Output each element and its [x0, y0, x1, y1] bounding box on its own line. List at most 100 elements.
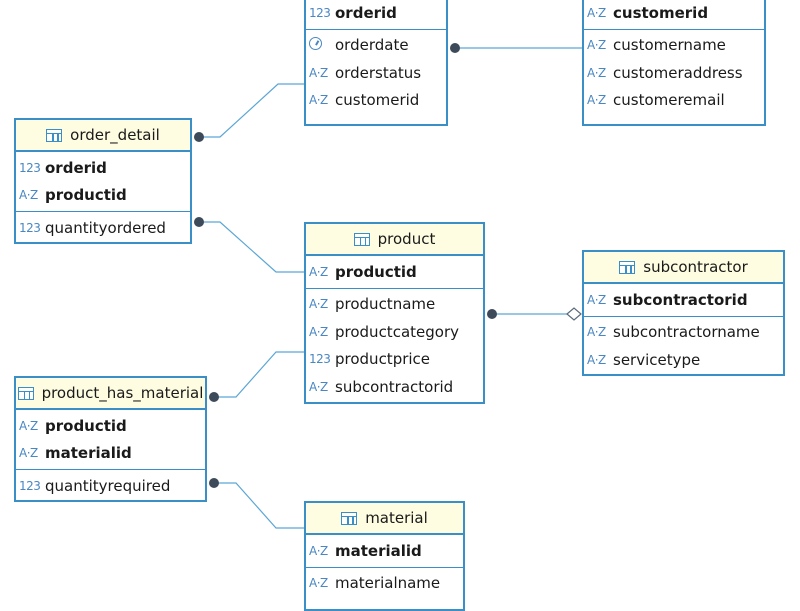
key-section: A·Z materialid	[306, 534, 463, 567]
entity-title: material	[365, 509, 428, 527]
column-name: productprice	[335, 350, 431, 369]
key-section: 123 orderid	[306, 0, 446, 29]
column-row[interactable]: 123 quantityordered	[16, 214, 190, 242]
column-name: orderid	[45, 158, 107, 177]
column-name: customerid	[613, 3, 709, 22]
column-row[interactable]: A·Z productname	[306, 291, 483, 319]
column-row[interactable]: A·Z subcontractorid	[306, 373, 483, 401]
entity-orders[interactable]: 123 orderid orderdate A·Z orderstatus A·…	[304, 0, 448, 126]
entity-customer[interactable]: A·Z customerid A·Z customername A·Z cust…	[582, 0, 766, 126]
entity-subcontractor[interactable]: subcontractor A·Z subcontractorid A·Z su…	[582, 250, 785, 376]
date-type-icon	[309, 36, 331, 54]
column-name: productcategory	[335, 322, 459, 341]
connector-dot	[209, 478, 219, 488]
column-row[interactable]: A·Z customeremail	[584, 87, 764, 115]
columns-section: A·Z materialname	[306, 566, 463, 600]
columns-section: 123 quantityrequired	[16, 469, 205, 502]
columns-section: 123 quantityordered	[16, 211, 190, 244]
column-row[interactable]: A·Z productid	[16, 182, 190, 210]
entity-header: order_detail	[16, 120, 190, 151]
text-type-icon: A·Z	[587, 65, 606, 80]
column-row[interactable]: A·Z materialid	[16, 440, 205, 468]
column-row[interactable]: A·Z subcontractorname	[584, 319, 783, 347]
text-type-icon: A·Z	[587, 5, 606, 20]
column-row[interactable]: 123 productprice	[306, 346, 483, 374]
column-name: customerid	[335, 91, 420, 110]
column-row[interactable]: 123 orderid	[306, 0, 446, 27]
numeric-type-icon: 123	[19, 478, 41, 493]
connector-dot	[209, 392, 219, 402]
connector-dot	[487, 309, 497, 319]
key-section: A·Z productid A·Z materialid	[16, 409, 205, 469]
text-type-icon: A·Z	[309, 543, 328, 558]
column-row[interactable]: A·Z customername	[584, 32, 764, 60]
table-icon	[353, 232, 370, 246]
columns-section: A·Z customername A·Z customeraddress A·Z…	[584, 28, 764, 117]
columns-section: A·Z productname A·Z productcategory 123 …	[306, 287, 483, 403]
column-row[interactable]: A·Z productid	[306, 258, 483, 286]
connector-dot	[194, 217, 204, 227]
column-name: subcontractorid	[613, 290, 748, 309]
text-type-icon: A·Z	[587, 292, 606, 307]
text-type-icon: A·Z	[309, 65, 328, 80]
text-type-icon: A·Z	[309, 324, 328, 339]
column-name: materialid	[335, 541, 422, 560]
entity-product[interactable]: product A·Z productid A·Z productname A·…	[304, 222, 485, 404]
column-row[interactable]: A·Z customeraddress	[584, 59, 764, 87]
column-name: productid	[45, 416, 127, 435]
connector-orderdetail-product	[199, 221, 305, 273]
column-name: productname	[335, 295, 436, 314]
text-type-icon: A·Z	[19, 418, 38, 433]
column-row[interactable]: A·Z orderstatus	[306, 59, 446, 87]
connector-orderdetail-orders	[199, 83, 305, 138]
text-type-icon: A·Z	[309, 93, 328, 108]
column-row[interactable]: A·Z productcategory	[306, 318, 483, 346]
entity-title: product_has_material	[41, 384, 204, 402]
key-section: 123 orderid A·Z productid	[16, 151, 190, 211]
column-row[interactable]: A·Z servicetype	[584, 346, 783, 374]
key-section: A·Z customerid	[584, 0, 764, 29]
columns-section: orderdate A·Z orderstatus A·Z customerid	[306, 28, 446, 117]
column-row[interactable]: A·Z customerid	[306, 87, 446, 115]
text-type-icon: A·Z	[309, 576, 328, 591]
column-name: quantityrequired	[45, 476, 171, 495]
column-name: materialname	[335, 574, 441, 593]
text-type-icon: A·Z	[587, 93, 606, 108]
column-row[interactable]: A·Z materialname	[306, 570, 463, 598]
column-name: materialid	[45, 444, 132, 463]
column-name: productid	[45, 186, 127, 205]
table-icon	[46, 128, 63, 142]
text-type-icon: A·Z	[309, 297, 328, 312]
numeric-type-icon: 123	[309, 5, 331, 20]
column-row[interactable]: 123 quantityrequired	[16, 472, 205, 500]
text-type-icon: A·Z	[309, 264, 328, 279]
connector-dot	[450, 43, 460, 53]
column-row[interactable]: A·Z customerid	[584, 0, 764, 27]
numeric-type-icon: 123	[19, 220, 41, 235]
connector-dot	[194, 132, 204, 142]
column-row[interactable]: A·Z productid	[16, 412, 205, 440]
column-name: customeremail	[613, 91, 725, 110]
text-type-icon: A·Z	[587, 38, 606, 53]
column-name: orderdate	[335, 36, 409, 55]
entity-title: order_detail	[70, 126, 160, 144]
columns-section: A·Z subcontractorname A·Z servicetype	[584, 315, 783, 376]
column-row[interactable]: A·Z materialid	[306, 537, 463, 565]
column-row[interactable]: orderdate	[306, 32, 446, 60]
entity-order-detail[interactable]: order_detail 123 orderid A·Z productid 1…	[14, 118, 192, 244]
column-row[interactable]: 123 orderid	[16, 154, 190, 182]
entity-title: product	[377, 230, 436, 248]
key-section: A·Z productid	[306, 255, 483, 288]
column-row[interactable]: A·Z subcontractorid	[584, 286, 783, 314]
entity-material[interactable]: material A·Z materialid A·Z materialname	[304, 501, 465, 611]
numeric-type-icon: 123	[19, 160, 41, 175]
column-name: orderstatus	[335, 63, 422, 82]
table-icon	[341, 511, 358, 525]
column-name: subcontractorname	[613, 323, 760, 342]
entity-header: product_has_material	[16, 378, 205, 409]
entity-product-has-material[interactable]: product_has_material A·Z productid A·Z m…	[14, 376, 207, 502]
entity-title: subcontractor	[643, 258, 748, 276]
column-name: servicetype	[613, 350, 701, 369]
column-name: subcontractorid	[335, 377, 454, 396]
table-icon	[17, 386, 34, 400]
